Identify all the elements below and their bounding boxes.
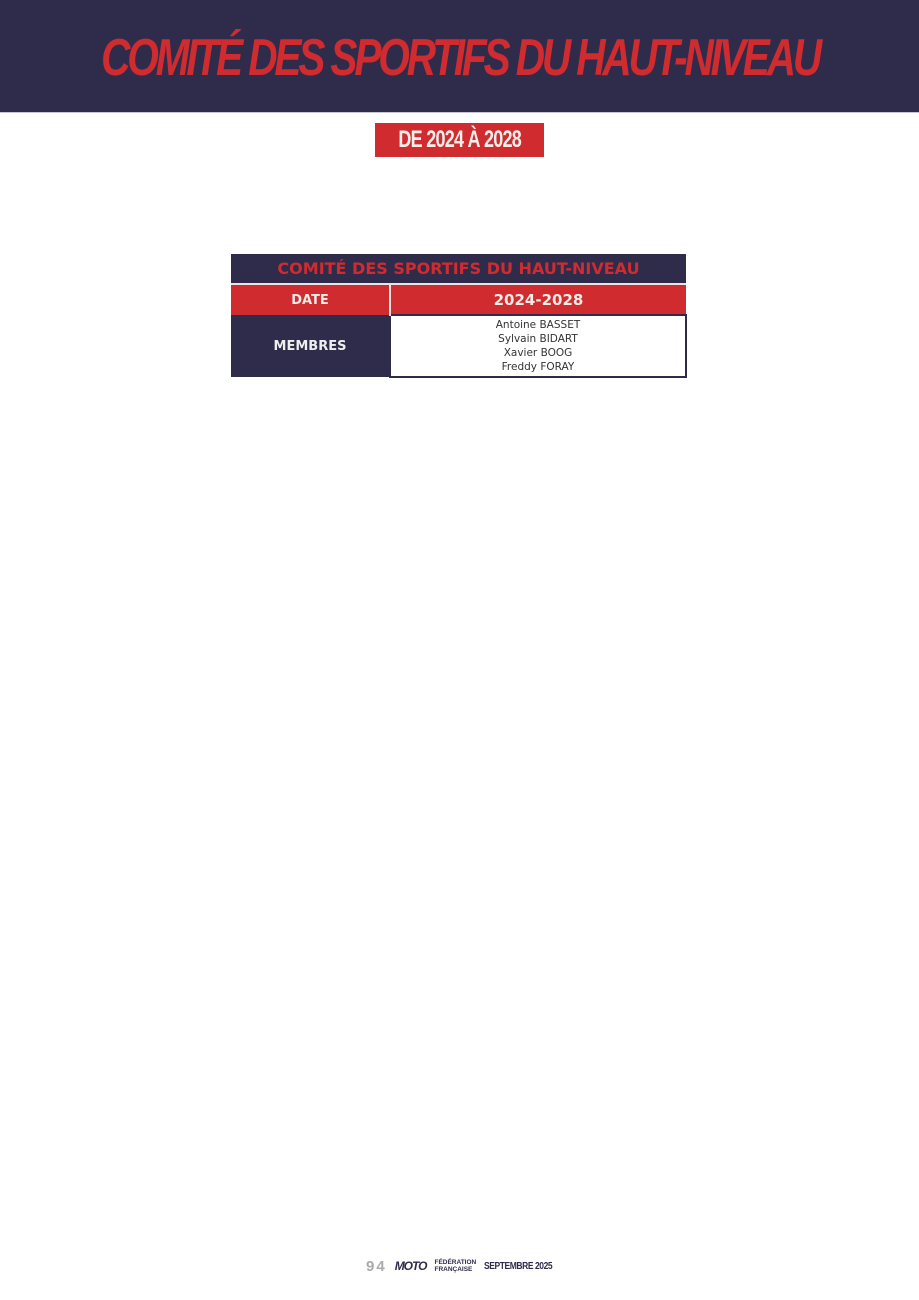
period-badge: DE 2024 À 2028 (375, 123, 544, 157)
member-item: Freddy FORAY (501, 361, 575, 373)
members-label: MEMBRES (231, 315, 390, 377)
period-badge-text: DE 2024 À 2028 (398, 126, 521, 153)
page-number: 94 (366, 1257, 387, 1275)
page-header: COMITÉ DES SPORTIFS DU HAUT-NIVEAU (0, 0, 919, 113)
federation-name: FÉDÉRATION FRANÇAISE (434, 1259, 476, 1273)
members-list: Antoine BASSET Sylvain BIDART Xavier BOO… (389, 314, 687, 378)
publication-date: SEPTEMBRE 2025 (484, 1260, 553, 1272)
federation-line-2: FRANÇAISE (434, 1266, 473, 1273)
member-item: Antoine BASSET (495, 319, 581, 331)
table-title: COMITÉ DES SPORTIFS DU HAUT-NIVEAU (231, 254, 686, 284)
member-item: Sylvain BIDART (498, 333, 578, 345)
page-title: COMITÉ DES SPORTIFS DU HAUT-NIVEAU (101, 29, 822, 87)
member-item: Xavier BOOG (503, 347, 573, 359)
date-label: DATE (231, 283, 391, 315)
page-footer: 94 MOTO FÉDÉRATION FRANÇAISE SEPTEMBRE 2… (366, 1256, 565, 1276)
date-value: 2024-2028 (390, 283, 686, 315)
committee-table: COMITÉ DES SPORTIFS DU HAUT-NIVEAU DATE … (231, 254, 687, 378)
federation-line-1: FÉDÉRATION (434, 1259, 477, 1266)
ffm-logo: MOTO (394, 1259, 428, 1273)
